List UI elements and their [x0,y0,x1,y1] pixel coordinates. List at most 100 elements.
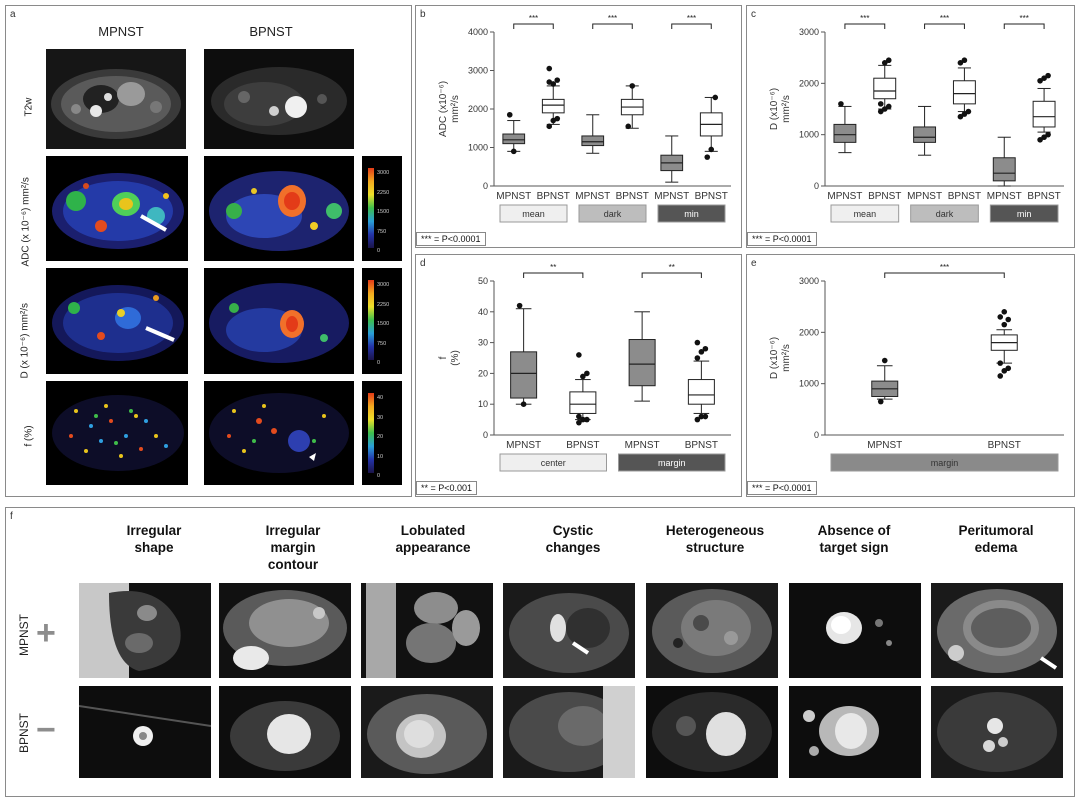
significance-bracket [641,272,702,278]
y-tick-label: 20 [478,368,488,378]
x-tick-label: MPNST [867,440,902,451]
f-scale-20: 20 [377,434,384,440]
x-tick-label: BPNST [616,191,649,202]
col-header-mpnst: MPNST [98,24,144,39]
row-label-adc: ADC (x 10⁻⁶) mm²/s [20,177,32,267]
box [569,391,597,414]
x-tick-label: BPNST [948,191,981,202]
box [581,135,605,147]
outlier-point [881,357,888,364]
group-label: dark [936,209,954,219]
outlier-point [881,60,888,66]
y-tick-label: 0 [814,181,819,191]
x-tick-label: BPNST [988,440,1021,451]
d-colorbar [368,280,374,360]
significance-bracket [924,23,965,29]
mri-f-bpnst-heterogeneous [646,686,778,778]
box [510,351,538,399]
y-tick-label: 2000 [799,78,819,88]
outlier-point [546,123,553,130]
y-tick-label: 10 [478,399,488,409]
outlier-point [702,345,709,352]
outlier-point [1037,137,1043,143]
y-axis-unit: mm²/s [781,95,792,123]
mri-f-mpnst-irregular-margin [219,583,351,678]
group-label: mean [854,209,877,219]
outlier-point [957,113,964,120]
outlier-point [704,154,711,160]
outlier-point [1041,75,1047,81]
adc-scale-2250: 2250 [377,189,390,196]
feature-cystic: Cystic changes [545,523,601,555]
outlier-point [997,360,1004,366]
outlier-point [576,352,582,358]
outlier-point [698,349,705,355]
group-label: mean [522,209,545,219]
y-tick-label: 0 [814,430,819,440]
outlier-point [1001,321,1008,328]
outlier-point [554,77,561,83]
group-box [578,204,647,223]
significance-mark: *** [860,14,869,23]
outlier-point [1045,131,1051,138]
significance-bracket [844,23,886,29]
outlier-point [1041,134,1047,141]
box [502,133,526,145]
mri-f-bpnst-peritumoral [931,686,1063,778]
mri-f-bpnst-lobulated [361,686,493,778]
row-label-f: f (%) [23,425,35,447]
mri-d-bpnst [204,268,354,374]
group-label: dark [604,209,622,219]
outlier-point [625,123,632,130]
group-label: min [1017,209,1032,219]
y-axis-unit: mm²/s [781,344,792,372]
mri-f-mpnst-absence-target [789,583,921,678]
y-tick-label: 2000 [799,327,819,337]
y-axis-unit: mm²/s [450,95,461,123]
y-axis-label: D (x10⁻⁶) [769,88,780,130]
outlier-point [694,355,701,361]
mri-d-mpnst [46,268,188,374]
x-tick-label: BPNST [685,440,718,451]
outlier-point [961,111,968,117]
feature-irregular-shape: Irregular shape [126,523,182,555]
panel-b-label: b [420,9,426,20]
adc-color-scale: 3000 2250 1500 750 0 [362,156,402,261]
footnote-c: *** = P<0.0001 [747,232,817,246]
y-axis-label: ADC (x10⁻⁶) [438,81,449,137]
y-tick-label: 3000 [799,27,819,37]
group-label: center [541,458,566,468]
mri-f-mpnst-lobulated [361,583,493,678]
outlier-point [510,148,517,155]
mri-t2w-mpnst [46,49,186,149]
y-tick-label: 1000 [799,379,819,389]
outlier-point [708,146,715,153]
x-tick-label: BPNST [1027,191,1060,202]
adc-scale-750: 750 [377,228,387,235]
outlier-point [712,94,719,101]
mri-adc-bpnst [204,156,354,261]
group-box [618,453,726,472]
d-scale-750: 750 [377,340,387,347]
row-label-bpnst: BPNST [17,713,31,754]
x-tick-label: BPNST [868,191,901,202]
outlier-point [961,57,968,64]
x-tick-label: MPNST [987,191,1022,202]
adc-colorbar [368,168,374,248]
outlier-point [881,106,888,112]
y-tick-label: 50 [478,276,488,286]
box [1032,100,1056,128]
outlier-point [1045,72,1051,79]
f-scale-10: 10 [377,453,384,460]
group-label: min [684,209,699,219]
feature-heterogeneous: Heterogeneous structure [665,523,765,555]
panel-c-label: c [751,9,756,20]
significance-bracket [592,23,633,29]
x-tick-label: MPNST [827,191,862,202]
outlier-point [516,302,523,309]
